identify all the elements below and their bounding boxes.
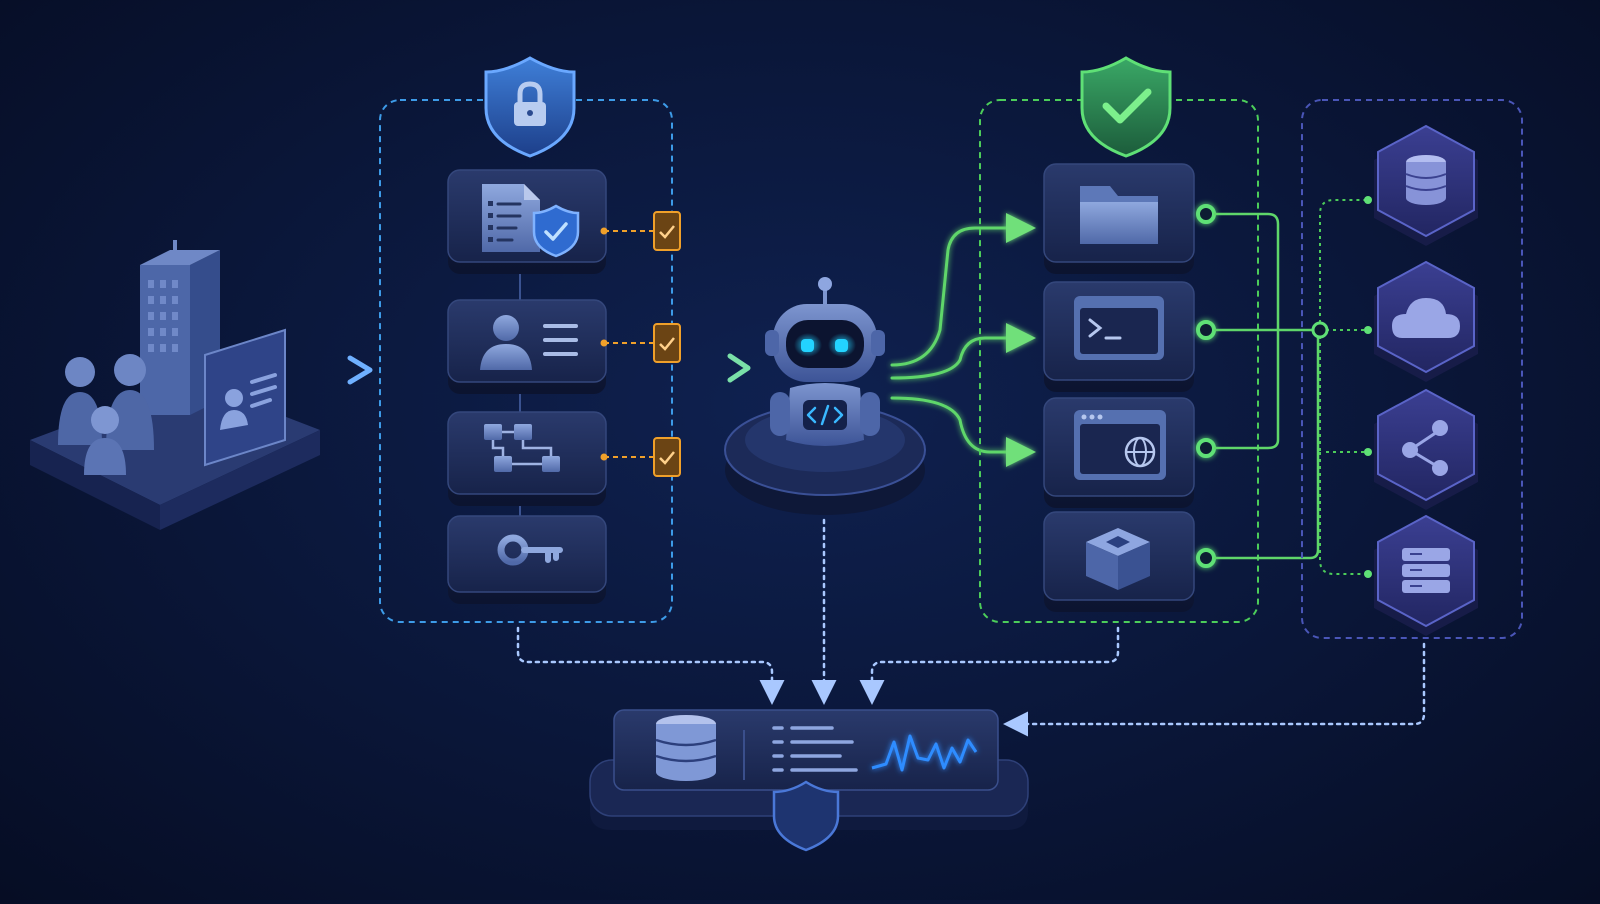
web-browser-card[interactable] — [1043, 397, 1195, 508]
edges-agent-to-tools — [890, 213, 1036, 467]
edge-resources-to-audit — [1003, 642, 1426, 737]
verified-tools-group — [979, 56, 1320, 623]
checkpoint-tag — [600, 323, 681, 363]
log-lines-icon — [772, 726, 858, 772]
folder-icon — [1080, 186, 1158, 244]
edges-to-audit — [516, 518, 1426, 737]
key-icon — [497, 534, 563, 566]
cloud-resource[interactable] — [1374, 260, 1478, 382]
tool-ports — [1196, 204, 1216, 568]
user-profile-icon — [480, 315, 578, 370]
workflow-card[interactable] — [447, 411, 607, 506]
resources-group — [1301, 99, 1523, 639]
cloud-icon — [1392, 298, 1460, 338]
activity-graph-icon — [871, 734, 978, 772]
check-shield-icon — [1080, 56, 1172, 158]
edge-tools-to-audit — [859, 626, 1120, 705]
sandbox-card[interactable] — [1043, 511, 1195, 612]
audit-shield-icon — [772, 780, 840, 852]
security-controls-group — [379, 56, 681, 623]
server-icon — [1402, 548, 1450, 593]
edge-security-to-audit — [516, 626, 785, 705]
terminal-icon — [1074, 296, 1164, 360]
policy-checkpoints — [600, 211, 681, 477]
network-resource[interactable] — [1374, 388, 1478, 510]
policy-document-icon — [482, 184, 580, 258]
organization-icon — [30, 240, 320, 530]
access-key-card[interactable] — [447, 515, 607, 604]
audit-log-icon — [655, 715, 978, 781]
file-system-card[interactable] — [1043, 163, 1195, 274]
audit-monitor-node[interactable] — [589, 709, 1029, 852]
checkpoint-tag — [600, 437, 681, 477]
edge-agent-to-terminal — [890, 323, 1036, 380]
user-identity-card[interactable] — [447, 299, 607, 394]
terminal-card[interactable] — [1043, 281, 1195, 392]
edge-org-to-security — [297, 355, 373, 385]
server-resource[interactable] — [1374, 514, 1478, 636]
organization-node — [30, 240, 320, 530]
database-icon — [1405, 155, 1447, 205]
robot-code-icon — [765, 277, 885, 446]
checkpoint-tag — [600, 211, 681, 251]
edge-security-to-agent — [691, 353, 751, 383]
database-resource[interactable] — [1374, 124, 1478, 246]
lock-shield-icon — [484, 56, 576, 158]
edges-tools-to-bus — [1214, 212, 1320, 560]
workflow-icon — [484, 424, 560, 472]
share-network-icon — [1402, 420, 1448, 476]
ai-agent-node[interactable] — [724, 277, 926, 515]
log-database-icon — [655, 715, 717, 781]
cube-icon — [1086, 528, 1150, 590]
policy-document-card[interactable] — [447, 169, 607, 274]
browser-globe-icon — [1074, 410, 1166, 480]
edge-agent-to-file-system — [890, 213, 1036, 367]
